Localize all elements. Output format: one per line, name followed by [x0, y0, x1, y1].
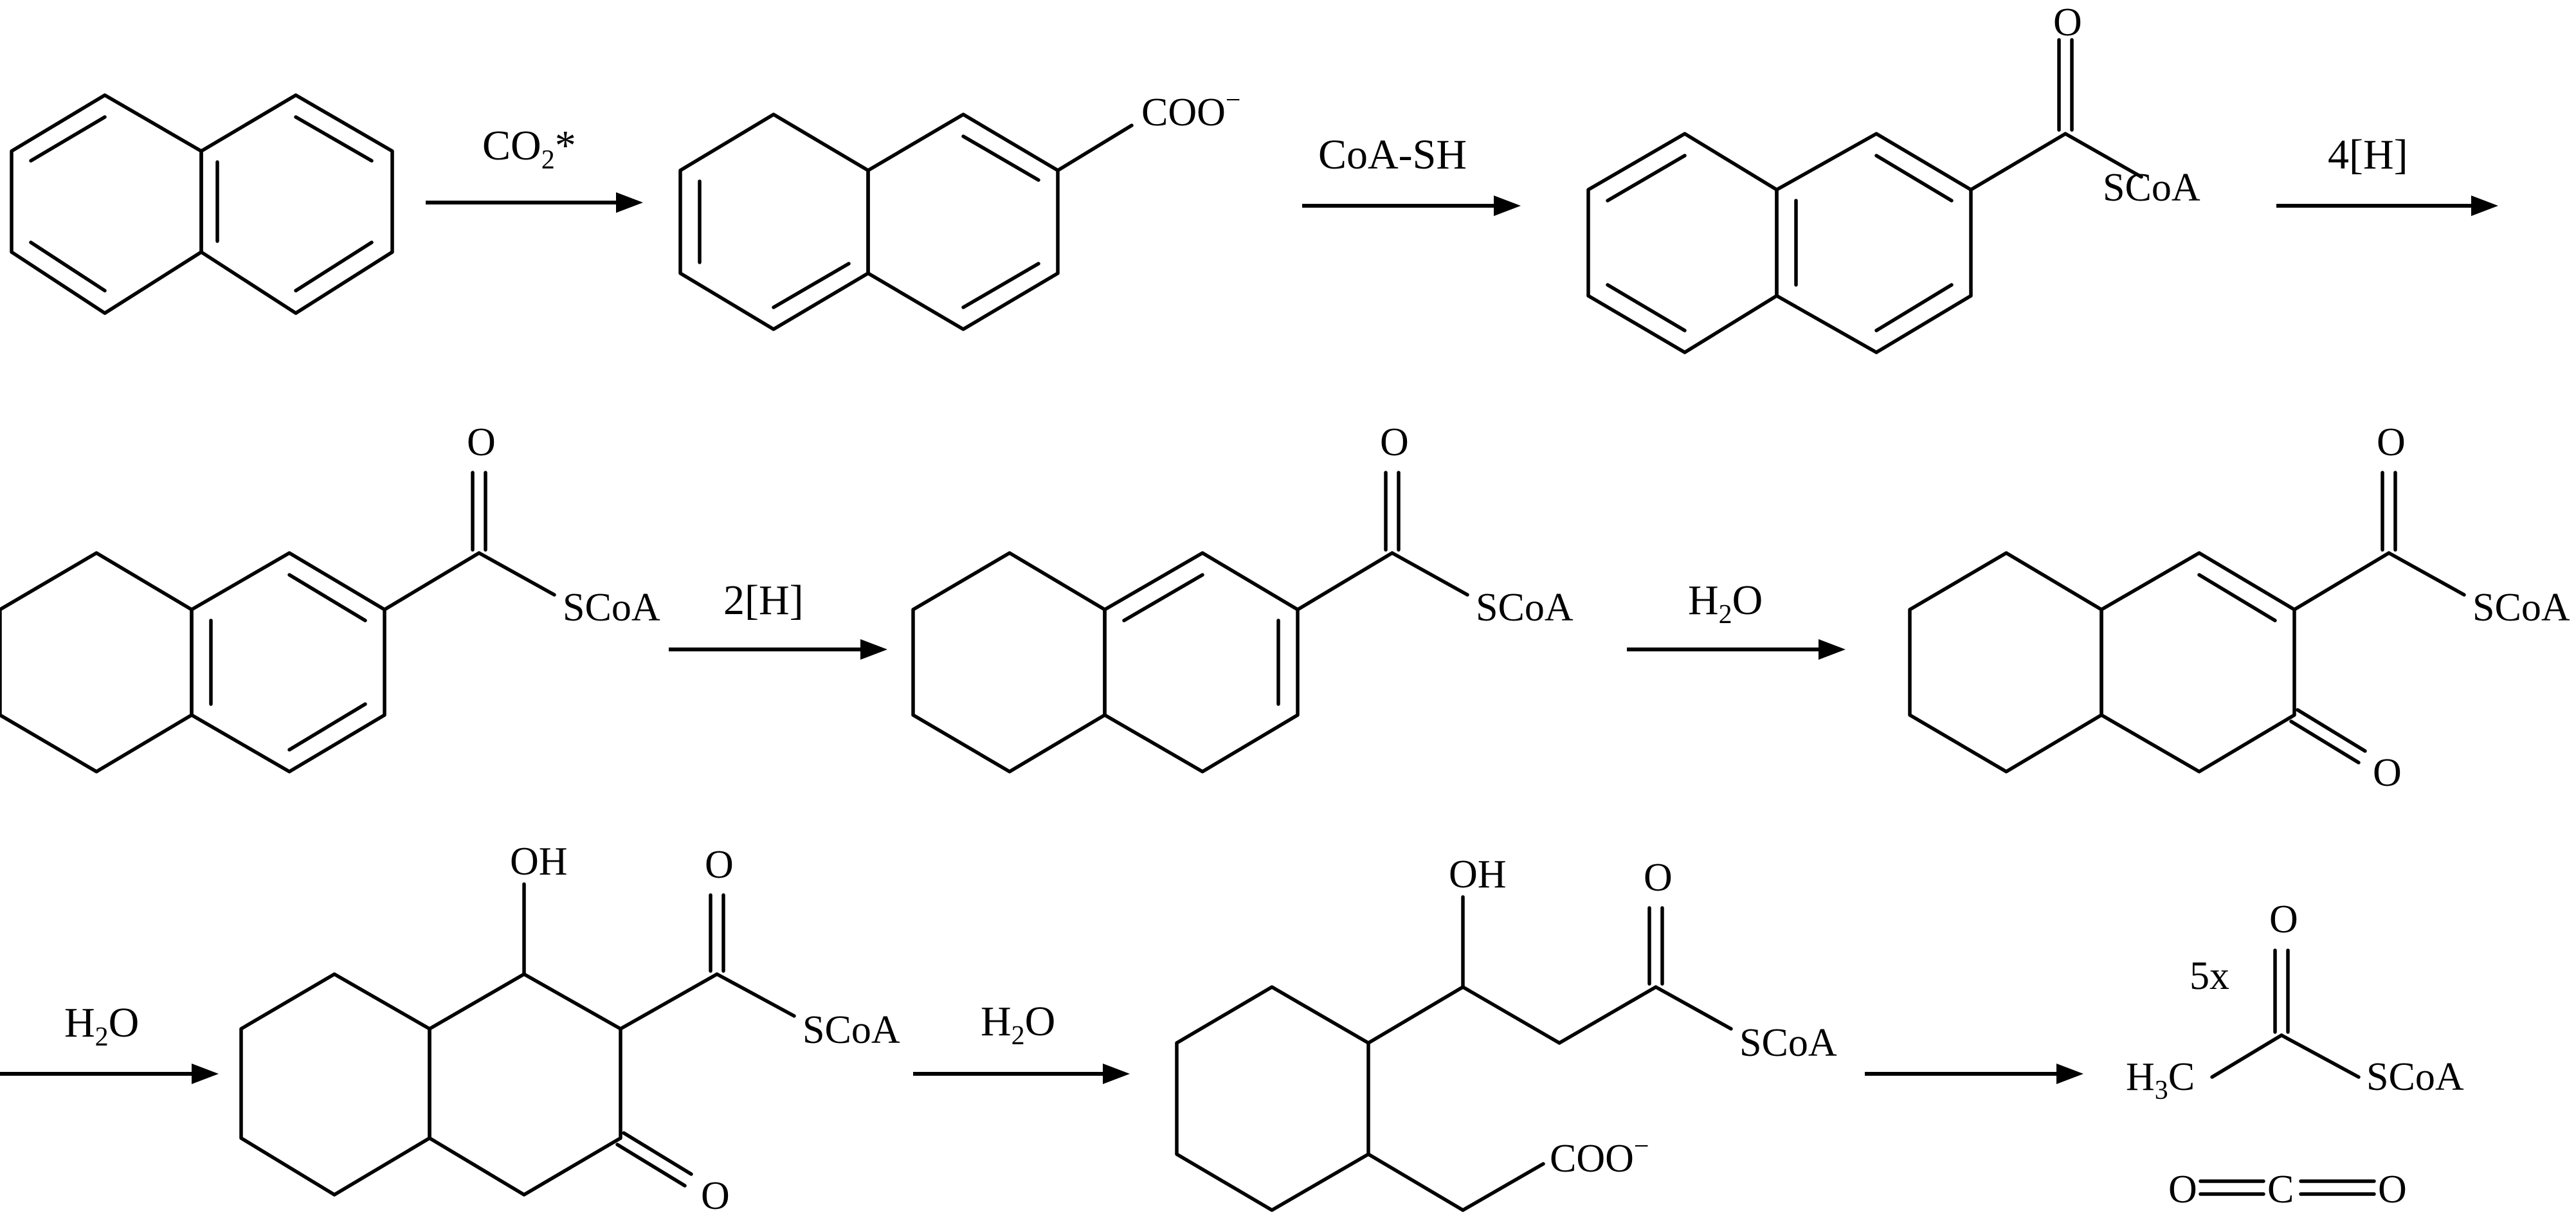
acetyl-coa-structure	[2210, 948, 2361, 1079]
scoa-label: SCoA	[1739, 1021, 1837, 1065]
arrow-3-label: 4[H]	[2328, 131, 2408, 178]
scoa-label: SCoA	[2366, 1055, 2464, 1099]
reaction-arrow-8	[1865, 1064, 2083, 1084]
oxygen-label: O	[701, 1174, 730, 1218]
ring-opened-cyclohexyl-coa-structure	[1175, 895, 1733, 1212]
naphthalene-structure	[10, 93, 394, 315]
arrow-7-label: H2O	[981, 998, 1055, 1051]
hydroxy-oxo-decahydronaphthoyl-coa-structure	[239, 882, 796, 1197]
arrow-1-label: CO2*	[482, 122, 576, 175]
oxygen-label: O	[2168, 1168, 2197, 1211]
reaction-arrow-3: 4[H]	[2276, 131, 2498, 216]
arrow-5-label: H2O	[1688, 577, 1763, 630]
reaction-arrow-4: 2[H]	[669, 577, 887, 660]
arrow-4-label: 2[H]	[723, 577, 804, 624]
oxygen-label: O	[2269, 898, 2298, 941]
oxygen-label: O	[2053, 1, 2082, 44]
reaction-arrow-1: CO2*	[426, 122, 643, 213]
reaction-arrow-6: H2O	[0, 999, 219, 1084]
hexahydronaphthoyl-coa-structure	[911, 471, 1469, 774]
carboxylate-label: COO−	[1550, 1132, 1649, 1181]
arrow-6-label: H2O	[64, 999, 139, 1052]
scoa-label: SCoA	[563, 586, 660, 630]
2-naphthoyl-coa-structure	[1586, 38, 2143, 354]
oxygen-label: O	[467, 421, 496, 464]
hydroxyl-label: OH	[510, 840, 568, 883]
scoa-label: SCoA	[2472, 586, 2570, 630]
scoa-label: SCoA	[2103, 166, 2200, 210]
reaction-arrow-5: H2O	[1627, 577, 1846, 660]
reaction-arrow-2: CoA-SH	[1302, 131, 1521, 216]
oxygen-label: O	[1380, 421, 1409, 464]
2-naphthoate-structure	[678, 113, 1134, 331]
oxygen-label: O	[2378, 1168, 2407, 1211]
tetrahydronaphthoyl-coa-structure	[0, 471, 556, 774]
carboxylate-label: COO−	[1141, 86, 1241, 134]
oxygen-label: O	[2373, 751, 2402, 795]
oxygen-label: O	[1644, 856, 1673, 900]
carbon-label: C	[2267, 1168, 2294, 1211]
hydroxyl-label: OH	[1449, 853, 1507, 896]
carbon-dioxide-structure	[2199, 1179, 2376, 1196]
reaction-arrow-7: H2O	[913, 998, 1130, 1084]
multiplier-label: 5x	[2190, 954, 2229, 998]
oxygen-label: O	[705, 843, 734, 887]
arrow-2-label: CoA-SH	[1318, 131, 1467, 178]
oxygen-label: O	[2377, 421, 2406, 464]
scoa-label: SCoA	[1476, 586, 1574, 630]
octahydro-oxo-naphthoyl-coa-structure	[1908, 471, 2466, 774]
methyl-label: H3C	[2126, 1055, 2195, 1105]
scoa-label: SCoA	[803, 1008, 900, 1052]
